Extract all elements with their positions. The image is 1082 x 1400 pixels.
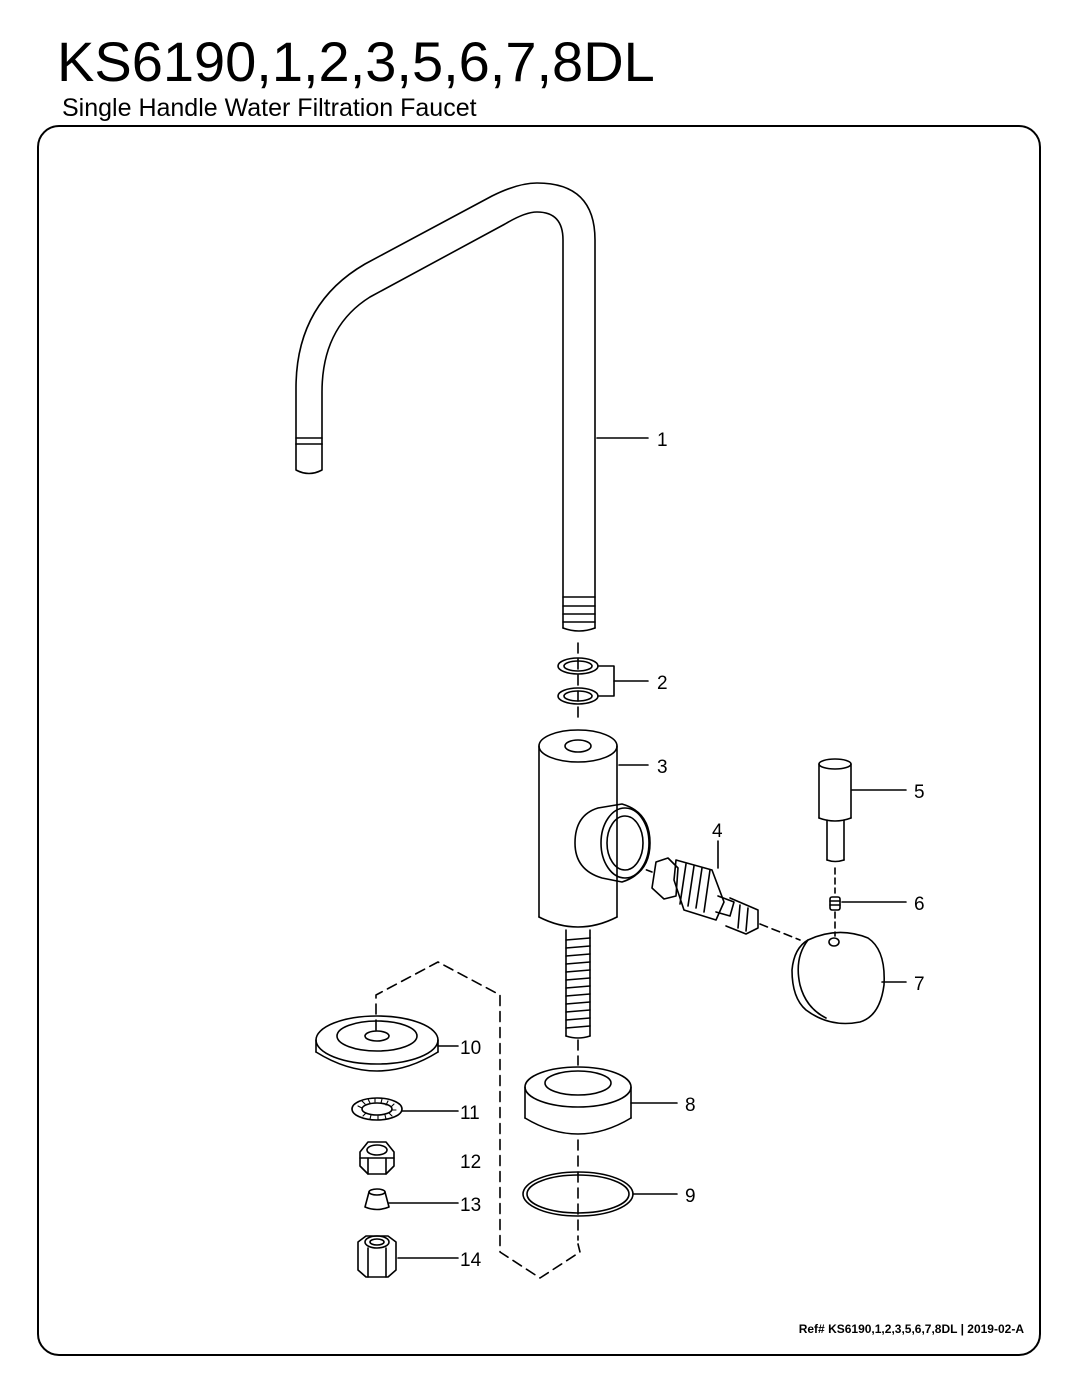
part-13-ferrule <box>364 1188 390 1211</box>
part-10-washer <box>315 1015 439 1072</box>
callout-7: 7 <box>914 974 925 995</box>
callout-10: 10 <box>460 1038 481 1059</box>
part-5-lever <box>818 758 852 863</box>
part-4-cartridge <box>651 857 759 935</box>
callout-13: 13 <box>460 1195 481 1216</box>
part-1-spout <box>295 182 596 632</box>
part-11-lock-washer <box>351 1097 403 1121</box>
drawing-frame <box>37 125 1041 1356</box>
callout-6: 6 <box>914 894 925 915</box>
callout-1: 1 <box>657 430 668 451</box>
callout-2-bracket <box>597 665 615 697</box>
part-8-flange <box>524 1066 632 1135</box>
page-subtitle: Single Handle Water Filtration Faucet <box>62 94 477 122</box>
part-12-hex-nut <box>359 1141 395 1175</box>
callout-2: 2 <box>657 673 668 694</box>
callout-11: 11 <box>460 1103 480 1124</box>
callout-5: 5 <box>914 782 925 803</box>
callout-14: 14 <box>460 1250 482 1271</box>
callout-9: 9 <box>685 1186 696 1207</box>
callout-4: 4 <box>712 821 723 842</box>
part-7-handle <box>791 931 885 1025</box>
callout-12: 12 <box>460 1152 481 1173</box>
part-14-compression-nut <box>357 1235 397 1278</box>
assembly-path <box>375 961 581 1279</box>
cartridge-axis-out <box>759 923 801 941</box>
cartridge-axis-in <box>643 868 653 873</box>
part-6-set-screw <box>829 896 841 911</box>
page-title: KS6190,1,2,3,5,6,7,8DL <box>57 30 655 93</box>
threaded-shank <box>565 929 591 1039</box>
callout-3: 3 <box>657 757 668 778</box>
callout-8: 8 <box>685 1095 696 1116</box>
reference-number: Ref# KS6190,1,2,3,5,6,7,8DL | 2019-02-A <box>798 1322 1024 1336</box>
part-3-body <box>538 729 651 928</box>
